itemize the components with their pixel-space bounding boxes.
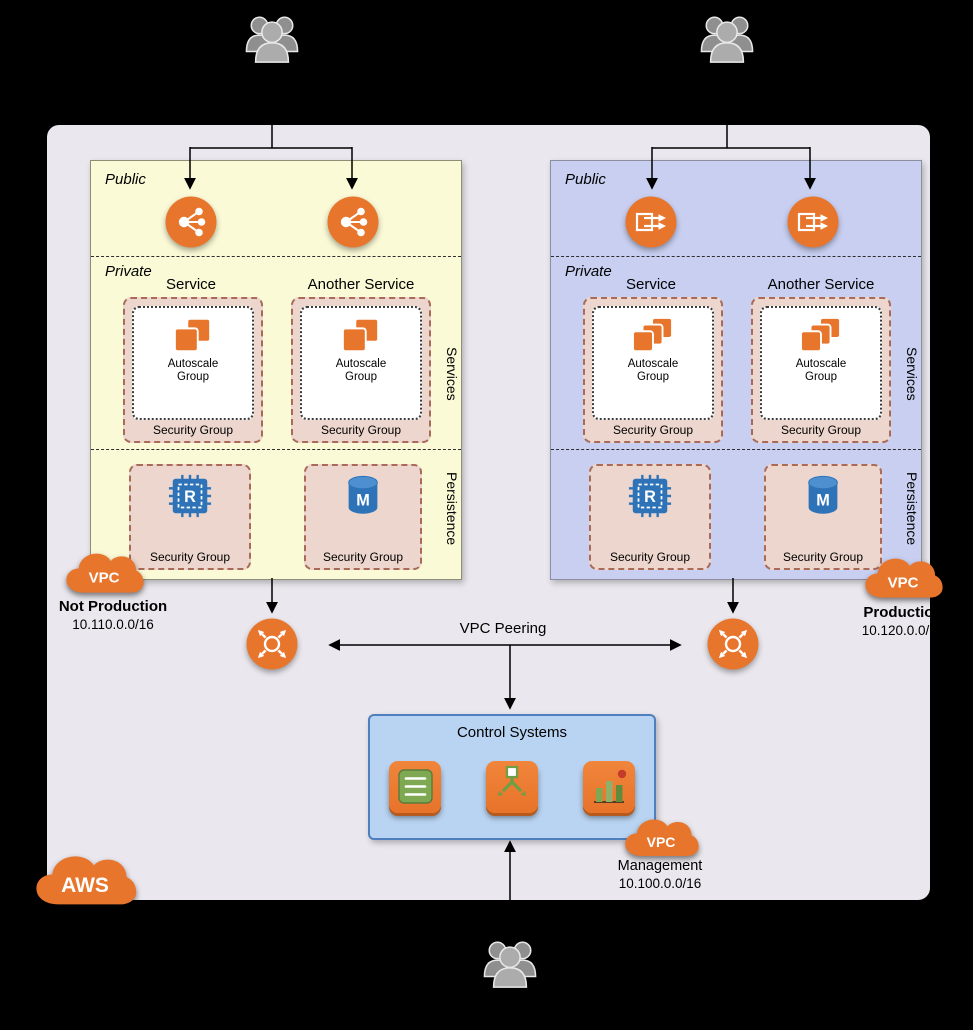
- public-private-divider: [91, 256, 461, 257]
- services-section-label: Services: [444, 347, 460, 401]
- public-zone-label: Public: [105, 171, 146, 188]
- vpc-cidr-production: 10.120.0.0/16: [861, 623, 945, 638]
- security-group-mysql: M Security Group: [764, 464, 882, 570]
- redis-letter: R: [644, 488, 656, 506]
- mysql-database-icon: M: [348, 475, 378, 514]
- autoscale-instances-icon: [800, 316, 841, 353]
- security-group-label: Security Group: [782, 550, 864, 564]
- classic-load-balancer-icon: [165, 196, 217, 248]
- aws-cloud-logo: AWS: [32, 853, 138, 911]
- monitoring-chart-icon: [583, 761, 635, 813]
- vpc-badge-label: VPC: [887, 574, 919, 592]
- services-persistence-divider: [551, 449, 921, 450]
- control-systems-box: Control Systems: [368, 714, 656, 840]
- persistence-section-label: Persistence: [444, 472, 460, 546]
- pipeline-workflow-icon: [486, 761, 538, 813]
- autoscale-group-label: Autoscale Group: [167, 358, 219, 383]
- vpc-name-not-production: Not Production: [58, 598, 168, 615]
- autoscale-group-box: Autoscale Group: [132, 306, 254, 420]
- services-persistence-divider: [91, 449, 461, 450]
- security-group-another-service: Autoscale Group Security Group: [291, 297, 431, 443]
- autoscale-group-label: Autoscale Group: [335, 358, 387, 383]
- autoscale-instances-icon: [632, 316, 673, 353]
- users-icon-left: [245, 16, 299, 63]
- vpc-router-icon-left: [246, 618, 298, 670]
- users-icon-bottom: [483, 941, 537, 988]
- security-group-label: Security Group: [320, 423, 402, 437]
- autoscale-instances-icon: [341, 317, 380, 353]
- autoscale-group-box: Autoscale Group: [300, 306, 422, 420]
- mysql-letter: M: [816, 492, 830, 510]
- mysql-database-icon: M: [808, 475, 838, 514]
- security-group-service: Autoscale Group Security Group: [583, 297, 723, 443]
- vpc-not-production: Public Private Service Another Service: [90, 160, 462, 580]
- service-title: Service: [165, 276, 217, 293]
- security-group-label: Security Group: [612, 423, 694, 437]
- security-group-label: Security Group: [780, 423, 862, 437]
- elasticache-redis-icon: R: [168, 474, 212, 518]
- autoscale-group-box: Autoscale Group: [592, 306, 714, 420]
- vpc-name-management: Management: [617, 858, 703, 874]
- mysql-letter: M: [356, 492, 370, 510]
- security-group-redis: R Security Group: [129, 464, 251, 570]
- security-group-label: Security Group: [152, 423, 234, 437]
- security-group-service: Autoscale Group Security Group: [123, 297, 263, 443]
- public-zone-label: Public: [565, 171, 606, 188]
- users-icon-right: [700, 16, 754, 63]
- security-group-label: Security Group: [609, 550, 691, 564]
- private-zone-label: Private: [105, 263, 152, 280]
- services-section-label: Services: [904, 347, 920, 401]
- autoscale-group-label: Autoscale Group: [627, 358, 679, 383]
- security-group-label: Security Group: [322, 550, 404, 564]
- vpc-name-production: Production: [863, 604, 943, 621]
- another-service-title: Another Service: [307, 276, 415, 293]
- autoscale-instances-icon: [173, 317, 212, 353]
- control-systems-title: Control Systems: [456, 724, 568, 741]
- redis-letter: R: [184, 488, 196, 506]
- autoscale-group-label: Autoscale Group: [795, 358, 847, 383]
- vpc-badge-label: VPC: [88, 569, 120, 587]
- app-load-balancer-icon: [787, 196, 839, 248]
- vpc-badge-label: VPC: [646, 834, 676, 851]
- vpc-peering-label: VPC Peering: [459, 620, 547, 637]
- private-zone-label: Private: [565, 263, 612, 280]
- security-group-mysql: M Security Group: [304, 464, 422, 570]
- config-list-icon: [389, 761, 441, 813]
- classic-load-balancer-icon: [327, 196, 379, 248]
- vpc-cidr-not-production: 10.110.0.0/16: [72, 617, 154, 632]
- aws-label: AWS: [61, 874, 109, 898]
- security-group-label: Security Group: [149, 550, 231, 564]
- vpc-production: Public Private Service Another Service: [550, 160, 922, 580]
- service-title: Service: [625, 276, 677, 293]
- autoscale-group-box: Autoscale Group: [760, 306, 882, 420]
- security-group-redis: R Security Group: [589, 464, 711, 570]
- vpc-cloud-not-production: VPC: [63, 551, 145, 598]
- elasticache-redis-icon: R: [628, 474, 672, 518]
- another-service-title: Another Service: [767, 276, 875, 293]
- persistence-section-label: Persistence: [904, 472, 920, 546]
- public-private-divider: [551, 256, 921, 257]
- security-group-another-service: Autoscale Group Security Group: [751, 297, 891, 443]
- vpc-cidr-management: 10.100.0.0/16: [618, 876, 702, 891]
- vpc-cloud-production: VPC: [862, 556, 944, 603]
- vpc-cloud-management: VPC: [622, 817, 700, 861]
- app-load-balancer-icon: [625, 196, 677, 248]
- vpc-router-icon-right: [707, 618, 759, 670]
